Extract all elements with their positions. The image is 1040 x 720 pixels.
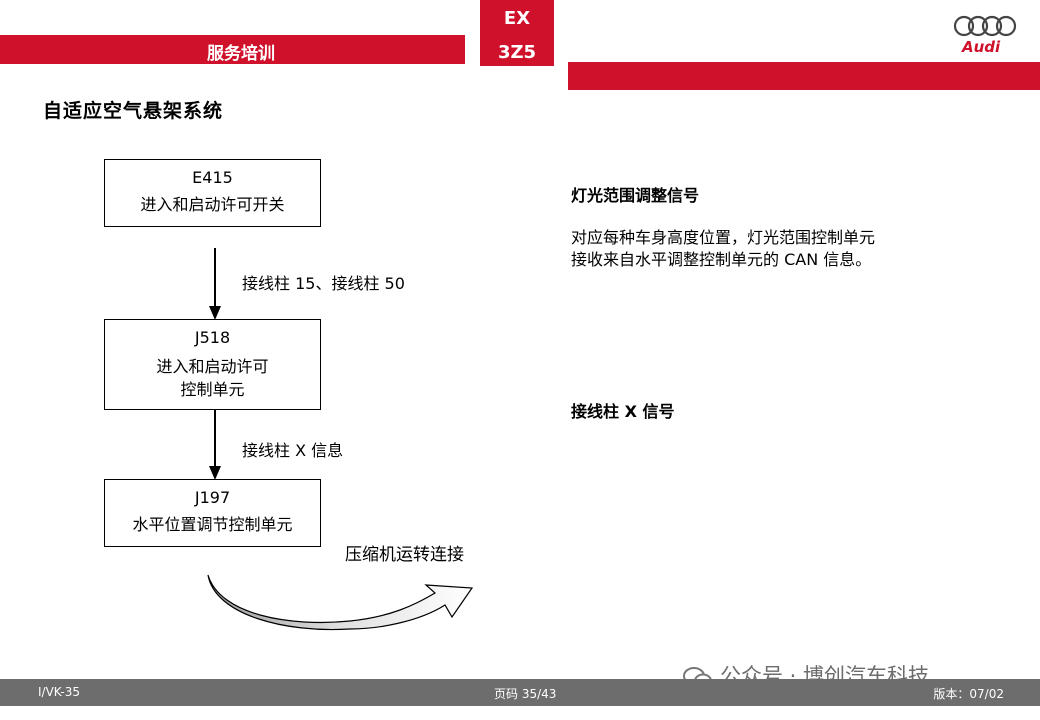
header-bar-right	[568, 62, 1040, 90]
brand-name: Audi	[962, 38, 1001, 56]
footer-version: 版本：07/02	[933, 687, 1004, 701]
course-code-box: EX 3Z5	[480, 0, 554, 66]
audi-rings-logo	[953, 15, 1017, 37]
connector-line	[214, 410, 216, 468]
control-unit-j197-box: J197 水平位置调节控制单元	[104, 479, 321, 547]
terminal-x-title: 接线柱 X 信号	[571, 402, 675, 421]
arrow-down-icon	[209, 466, 221, 480]
compressor-connection-label: 压缩机运转连接	[345, 545, 464, 565]
connector-label-1: 接线柱 15、接线柱 50	[242, 274, 405, 293]
curved-arrow-icon	[207, 574, 474, 631]
headlight-range-title: 灯光范围调整信号	[571, 186, 700, 205]
footer-page-number: 页码 35/43	[494, 687, 557, 701]
box-label: 进入和启动许可	[156, 357, 269, 376]
course-code-line1: EX	[503, 8, 531, 29]
box-code: J197	[194, 488, 231, 507]
course-code-line2: 3Z5	[497, 42, 537, 63]
header-title: 服务培训	[207, 44, 275, 64]
box-code: E415	[192, 168, 233, 187]
description-line: 接收来自水平调整控制单元的 CAN 信息。	[571, 250, 872, 269]
box-label: 进入和启动许可开关	[140, 195, 285, 214]
headlight-range-description: 对应每种车身高度位置，灯光范围控制单元 接收来自水平调整控制单元的 CAN 信息…	[571, 227, 875, 271]
control-unit-j518-box: J518 进入和启动许可 控制单元	[104, 319, 321, 410]
box-label: 水平位置调节控制单元	[132, 515, 293, 534]
header-bar: 服务培训	[0, 35, 465, 64]
arrow-down-icon	[209, 306, 221, 320]
footer-bar: I/VK-35 页码 35/43 版本：07/02	[0, 679, 1040, 706]
box-label-2: 控制单元	[180, 380, 245, 399]
connector-label-2: 接线柱 X 信息	[242, 441, 344, 460]
box-code: J518	[194, 328, 231, 347]
page-title: 自适应空气悬架系统	[43, 100, 224, 122]
description-line: 对应每种车身高度位置，灯光范围控制单元	[571, 228, 876, 247]
footer-doc-id: I/VK-35	[38, 685, 80, 699]
connector-line	[214, 248, 216, 308]
switch-e415-box: E415 进入和启动许可开关	[104, 159, 321, 227]
